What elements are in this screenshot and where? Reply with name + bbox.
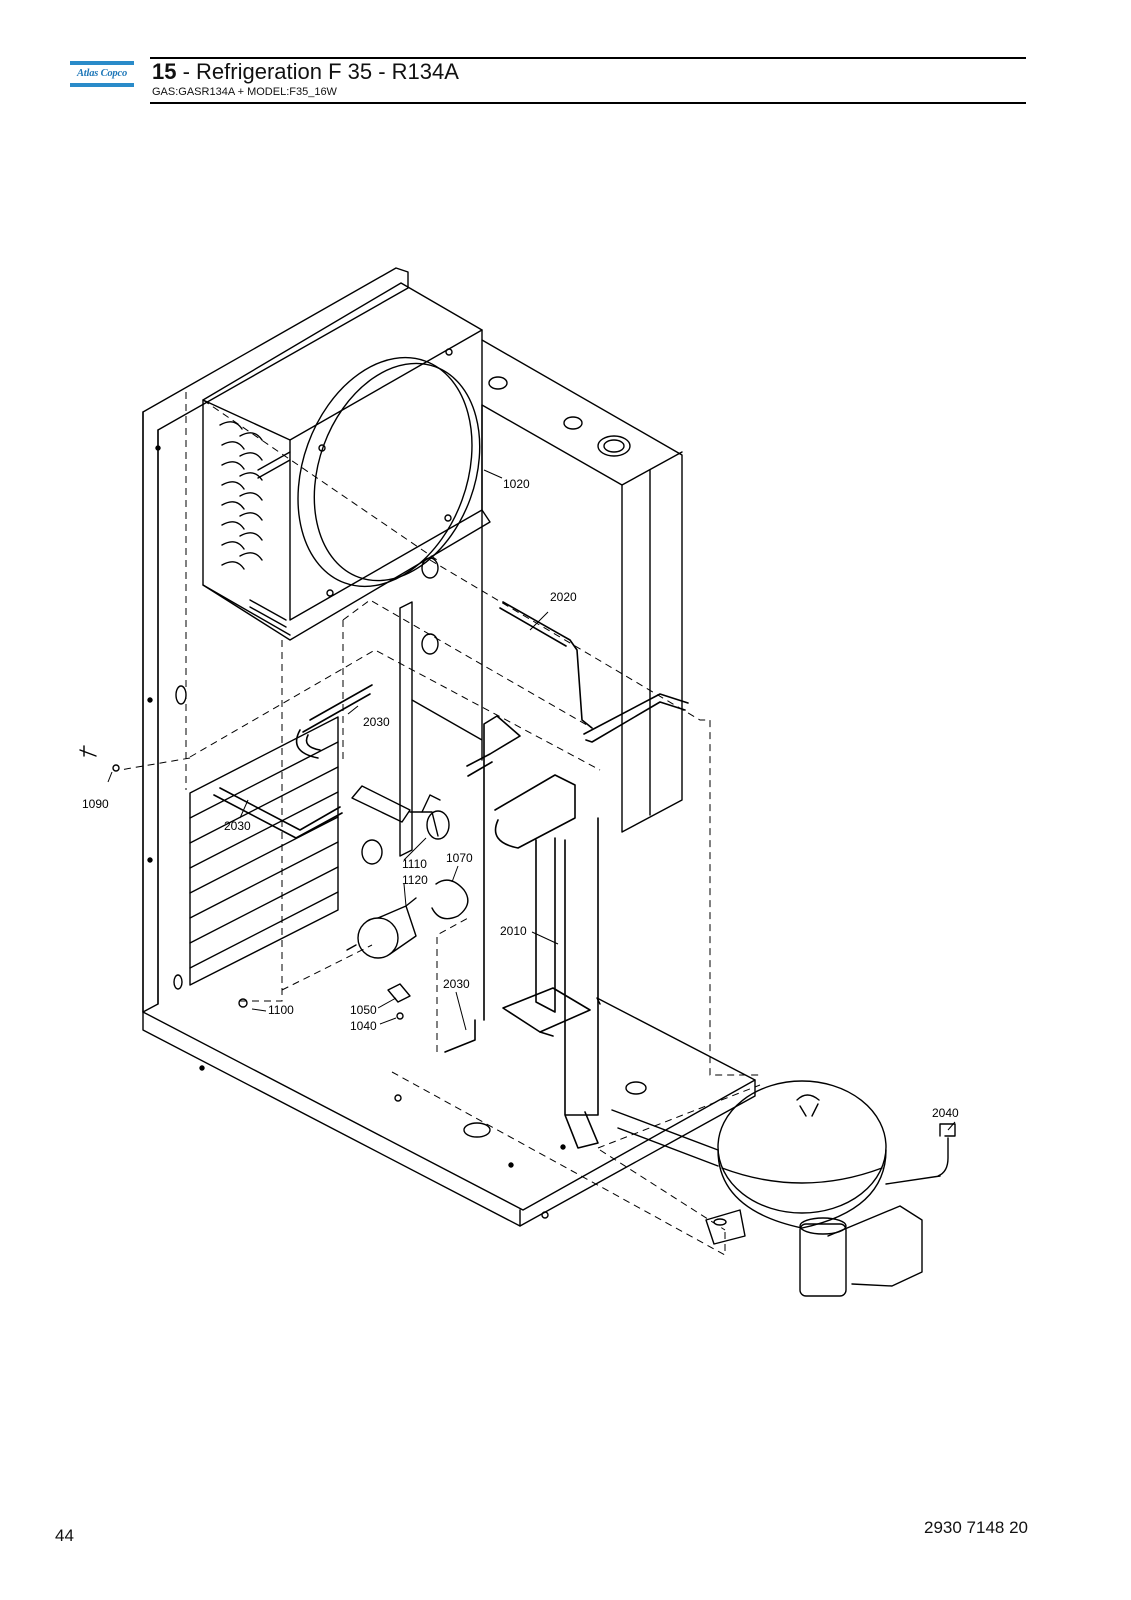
fasteners bbox=[79, 557, 439, 772]
callout-1040: 1040 bbox=[350, 1019, 377, 1033]
page-subtitle: GAS:GASR134A + MODEL:F35_16W bbox=[152, 86, 337, 98]
callout-2030-lower: 2030 bbox=[443, 977, 470, 991]
callout-2030-upper: 2030 bbox=[363, 715, 390, 729]
insulation-block bbox=[189, 716, 339, 986]
page-title: 15 - Refrigeration F 35 - R134A bbox=[152, 59, 459, 85]
header-top-rule bbox=[150, 57, 1026, 59]
callout-1110: 1110 bbox=[402, 857, 427, 871]
heat-exchanger-tank bbox=[481, 339, 683, 833]
callout-2040: 2040 bbox=[932, 1106, 959, 1120]
callout-2020: 2020 bbox=[550, 590, 577, 604]
compressor bbox=[611, 1080, 956, 1297]
header-bottom-rule bbox=[150, 102, 1026, 104]
callout-1020: 1020 bbox=[503, 477, 530, 491]
logo-wordmark: Atlas Copco bbox=[76, 68, 127, 79]
expansion-valve bbox=[351, 785, 450, 840]
dryer-filter bbox=[238, 879, 469, 1020]
callout-2030-left: 2030 bbox=[224, 819, 251, 833]
pipework bbox=[213, 601, 689, 1149]
callout-2010: 2010 bbox=[500, 924, 527, 938]
atlas-copco-logo: Atlas Copco bbox=[70, 61, 134, 95]
assembly-lines bbox=[119, 392, 761, 1256]
condenser-unit bbox=[202, 282, 491, 641]
section-number: 15 bbox=[152, 59, 177, 84]
callout-1100: 1100 bbox=[268, 1003, 294, 1017]
title-text: - Refrigeration F 35 - R134A bbox=[176, 59, 459, 84]
frame-side-panel bbox=[142, 267, 409, 1013]
page-number: 44 bbox=[55, 1526, 74, 1545]
callout-1120: 1120 bbox=[402, 873, 428, 887]
document-number: 2930 7148 20 bbox=[924, 1518, 1028, 1537]
callout-1070: 1070 bbox=[446, 851, 473, 865]
leader-lines bbox=[107, 469, 956, 1131]
base-plate bbox=[142, 997, 756, 1227]
tank-bracket bbox=[361, 404, 483, 865]
callout-1090: 1090 bbox=[82, 797, 109, 811]
callout-1050: 1050 bbox=[350, 1003, 377, 1017]
